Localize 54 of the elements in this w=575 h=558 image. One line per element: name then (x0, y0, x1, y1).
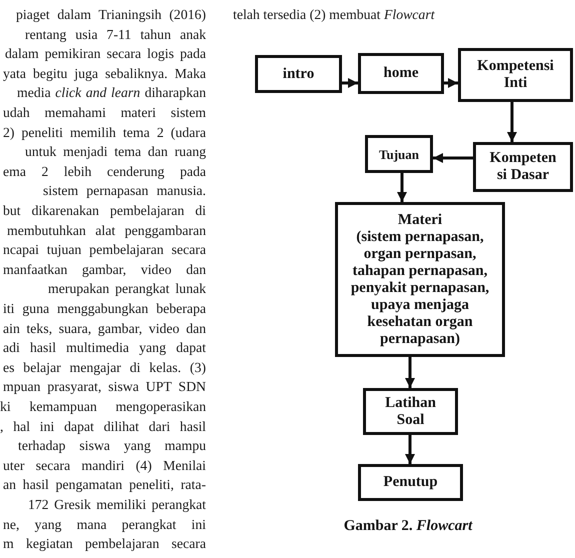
arrow (397, 173, 407, 202)
arrow (507, 102, 517, 142)
process-box (335, 202, 505, 357)
body-text-line: ne, yang mana perangkat ini (3, 516, 206, 534)
process-box (358, 464, 463, 501)
body-text-line: yata begitu juga sebaliknya. Maka (3, 64, 206, 83)
body-text-line: m kegiatan pembelajaran secara (3, 535, 206, 554)
body-text-line: piaget dalam Trianingsih (2016) (16, 6, 206, 24)
body-text-line: dalam pemikiran secara logis pada (5, 45, 206, 64)
process-box (363, 388, 458, 435)
body-text-line: uter secara mandiri (4) Menilai (3, 456, 206, 475)
node-label: home (384, 65, 418, 82)
process-box (458, 48, 573, 102)
body-text-line: telah tersedia (2) membuat Flowcart (233, 6, 436, 24)
node-label: Penutup (383, 474, 438, 491)
node-label: Tujuan (379, 146, 419, 162)
body-text-line: 172 Gresik memiliki perangkat (28, 496, 206, 514)
arrow (405, 435, 415, 464)
body-text-line: mpuan prasyarat, siswa UPT SDN (3, 378, 206, 396)
body-text-line: merupakan perangkat lunak (48, 280, 206, 298)
body-text-line: an hasil pengamatan peneliti, rata- (3, 476, 206, 494)
process-box (358, 53, 444, 94)
arrow (405, 357, 415, 388)
node-description: (sistem pernapasan, organ pernpasan, tahapan pernapasan, penyakit pernapasan, upaya menjaga kesehatan organ pernapasan) (350, 228, 490, 348)
node-label: intro (282, 66, 314, 82)
figure-caption: Gambar 2. Flowcart (342, 517, 474, 536)
arrow (444, 78, 458, 88)
body-text-line: untuk menjadi tema dan ruang (25, 143, 206, 162)
body-text-line: terhadap siswa yang mampu (18, 437, 206, 456)
node-label: Kompetensi Inti (476, 58, 555, 92)
body-text-line: membutuhkan alat penggambaran (7, 222, 206, 240)
node-label: Kompeten si Dasar (488, 150, 558, 184)
body-text-line: ncapai tujuan pembelajaran secara (3, 241, 206, 260)
body-text-line: media click and learn diharapkan (17, 84, 206, 102)
body-text-line: es belajar mengajar di kelas. (3) (3, 358, 206, 377)
body-text-line: ki kemampuan mengoperasikan (0, 398, 206, 416)
process-box (255, 55, 342, 93)
arrow (433, 153, 473, 163)
body-text-line: but dikarenakan pembelajaran di (3, 202, 206, 220)
body-text-line: adi hasil multimedia yang dapat (3, 339, 206, 358)
body-text-line: 2) peneliti memilih tema 2 (udara (3, 124, 206, 142)
body-text-line: sistem pernapasan manusia. (43, 182, 206, 200)
body-text-line: ema 2 lebih cenderung pada (3, 162, 206, 181)
body-text-line: ain teks, suara, gambar, video dan (3, 320, 206, 338)
body-text-line: udah memahami materi sistem (3, 104, 206, 122)
process-box (473, 142, 573, 192)
process-box (365, 135, 433, 173)
body-text-line: , hal ini dapat dilihat dari hasil (0, 418, 206, 436)
node-label: Latihan Soal (384, 394, 437, 428)
node-heading: Materi (398, 212, 442, 228)
body-text-line: iti guna menggabungkan beberapa (3, 300, 206, 318)
body-text-line: manfaatkan gambar, video dan (3, 260, 206, 279)
arrow (342, 78, 358, 88)
body-text-line: rentang usia 7-11 tahun anak (25, 26, 206, 44)
